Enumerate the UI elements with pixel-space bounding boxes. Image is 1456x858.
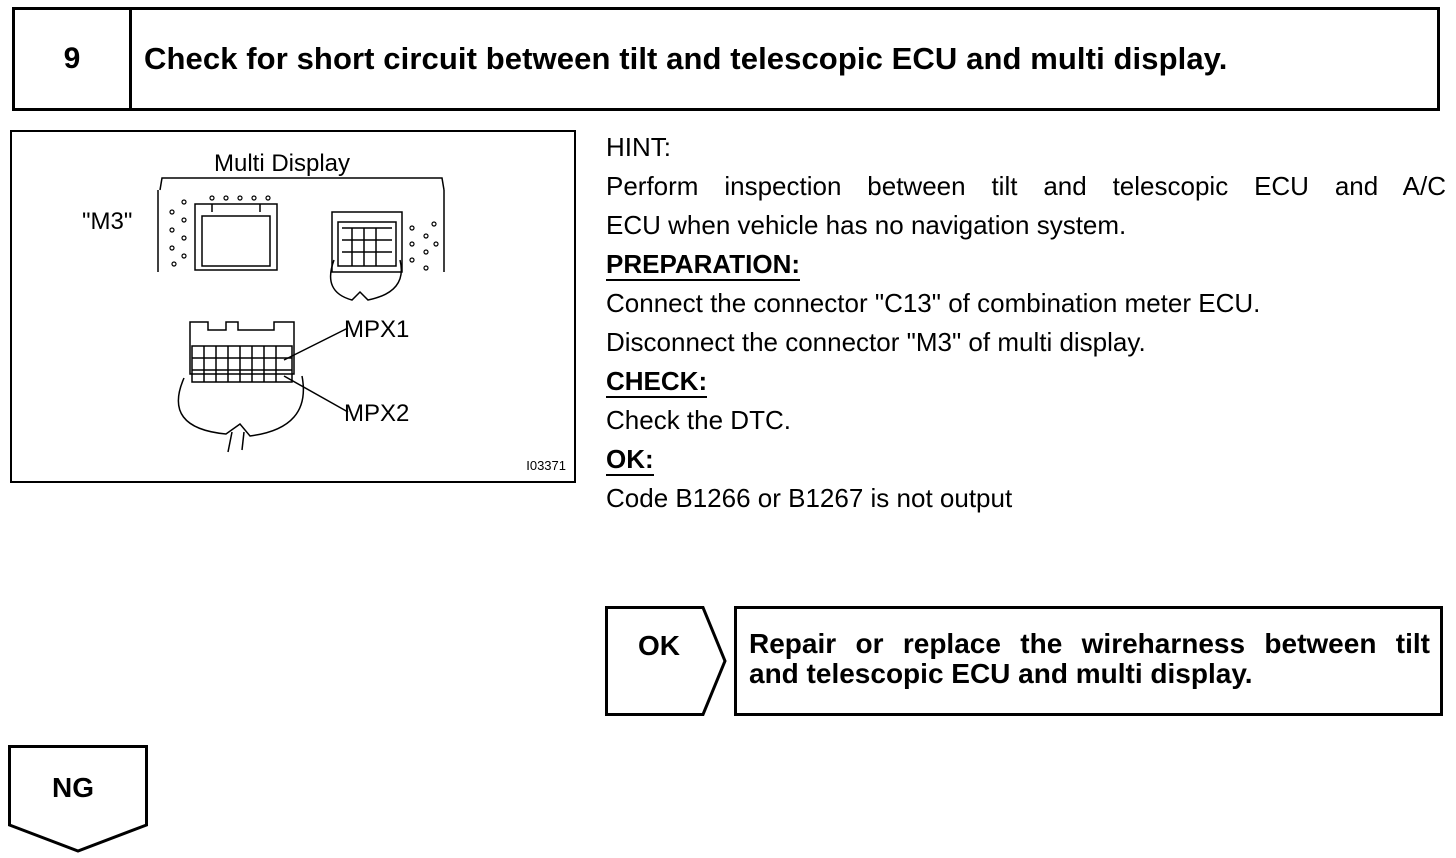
step-number: 9 [15,10,132,108]
connector-diagram [157,177,445,453]
procedure-text: HINT: Perform inspection between tilt an… [606,128,1446,518]
connector-figure: Multi Display "M3" MPX1 MPX2 I03371 [10,130,576,483]
ok-branch-label: OK [638,630,680,661]
preparation-line-1: Connect the connector "C13" of combinati… [606,288,1261,318]
check-line: Check the DTC. [606,405,791,435]
pin-label-mpx2: MPX2 [344,400,410,427]
figure-title: Multi Display [214,150,351,177]
hint-label: HINT: [606,132,671,162]
ok-result-line-1: Repair or replace the wireharness betwee… [749,628,1430,659]
ok-result-box: Repair or replace the wireharness betwee… [734,606,1443,716]
preparation-label: PREPARATION: [606,249,801,281]
connector-label: "M3" [82,208,133,235]
figure-id: I03371 [526,458,566,473]
ok-criteria-line: Code B1266 or B1267 is not output [606,483,1013,513]
ng-arrow-icon [8,745,148,853]
ok-criteria-label: OK: [606,444,654,476]
hint-line-1: Perform inspection between tilt and tele… [606,171,1446,201]
preparation-line-2: Disconnect the connector "M3" of multi d… [606,327,1146,357]
step-title: Check for short circuit between tilt and… [144,41,1228,76]
check-label: CHECK: [606,366,708,398]
hint-line-2: ECU when vehicle has no navigation syste… [606,210,1127,240]
ok-arrow-icon [605,606,727,716]
pin-label-mpx1: MPX1 [344,316,410,343]
step-header: 9 Check for short circuit between tilt a… [12,7,1440,111]
ok-result-line-2: and telescopic ECU and multi display. [749,658,1253,689]
ng-branch-label: NG [52,772,94,803]
display-bracket [159,177,445,191]
